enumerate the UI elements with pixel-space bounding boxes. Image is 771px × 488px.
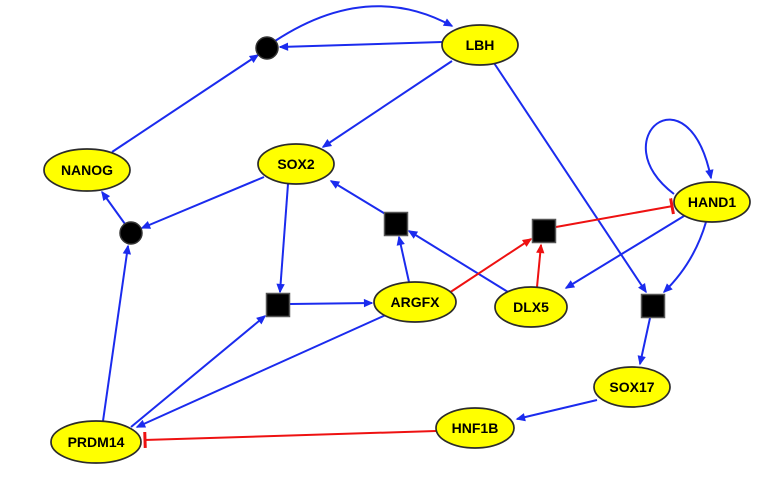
junction-circle-C2 (119, 221, 143, 245)
node-HAND1-label: HAND1 (688, 194, 736, 210)
edge-HAND1-S4-activation (662, 221, 707, 293)
node-NANOG-label: NANOG (61, 162, 113, 178)
junction-circle-C1 (255, 36, 279, 60)
edge-C2-NANOG-activation (101, 190, 126, 225)
node-DLX5-shape (494, 286, 568, 328)
edge-DLX5-S3-activation (536, 243, 545, 288)
node-NANOG: NANOG (43, 148, 131, 192)
junction-square-S1-shape (383, 211, 409, 237)
junction-square-S2-shape (265, 292, 291, 318)
edge-S3-HAND1-inhibition (555, 198, 675, 228)
node-ARGFX: ARGFX (373, 281, 457, 323)
junction-square-S3 (531, 218, 557, 244)
edge-S1-SOX2-activation (329, 180, 388, 216)
node-SOX17-label: SOX17 (609, 379, 654, 395)
junction-square-S2 (265, 292, 291, 318)
node-HNF1B: HNF1B (435, 407, 515, 449)
edge-LBH-SOX2-activation (321, 60, 453, 148)
junction-circle-C2-shape (119, 221, 143, 245)
node-LBH: LBH (441, 24, 519, 66)
edge-S2-ARGFX-activation (289, 298, 374, 308)
edge-PRDM14-C2-activation (102, 244, 131, 422)
junction-square-S4-shape (640, 293, 666, 319)
node-PRDM14: PRDM14 (50, 420, 142, 464)
node-DLX5-label: DLX5 (513, 299, 549, 315)
node-ARGFX-label: ARGFX (391, 294, 441, 310)
edge-ARGFX-PRDM14-activation (135, 313, 389, 428)
edge-S4-SOX17-activation (637, 317, 651, 366)
edges-layer (101, 5, 714, 449)
edge-ARGFX-S1-activation (396, 235, 410, 283)
node-SOX17-shape (593, 366, 671, 408)
node-HNF1B-label: HNF1B (452, 420, 499, 436)
edge-HAND1-DLX5-activation (564, 215, 685, 289)
edge-DLX5-S1-activation (407, 230, 509, 293)
node-LBH-label: LBH (466, 37, 495, 53)
node-PRDM14-label: PRDM14 (68, 434, 125, 450)
junction-square-S3-shape (531, 218, 557, 244)
edge-HNF1B-PRDM14-inhibition (143, 430, 437, 449)
edge-LBH-C1-activation (278, 41, 443, 51)
junction-square-S1 (383, 211, 409, 237)
node-HNF1B-shape (435, 407, 515, 449)
edge-LBH-S4-activation (493, 62, 647, 294)
node-SOX17: SOX17 (593, 366, 671, 408)
node-SOX2-shape (257, 143, 335, 185)
edge-HAND1-HAND1-activation (644, 118, 714, 195)
edge-SOX17-HNF1B-activation (515, 399, 598, 422)
edge-SOX2-S2-activation (276, 183, 289, 294)
node-HAND1: HAND1 (673, 181, 751, 223)
edge-C1-LBH-activation (274, 5, 454, 42)
node-PRDM14-shape (50, 420, 142, 464)
node-ARGFX-shape (373, 281, 457, 323)
edge-NANOG-C1-activation (111, 54, 260, 153)
junction-square-S4 (640, 293, 666, 319)
edge-ARGFX-S3-activation (448, 238, 533, 294)
node-DLX5: DLX5 (494, 286, 568, 328)
node-HAND1-shape (673, 181, 751, 223)
edge-SOX2-C2-activation (140, 176, 265, 229)
node-NANOG-shape (43, 148, 131, 192)
edge-PRDM14-S2-activation (130, 315, 267, 428)
node-SOX2-label: SOX2 (277, 156, 315, 172)
junction-circle-C1-shape (255, 36, 279, 60)
node-LBH-shape (441, 24, 519, 66)
node-SOX2: SOX2 (257, 143, 335, 185)
